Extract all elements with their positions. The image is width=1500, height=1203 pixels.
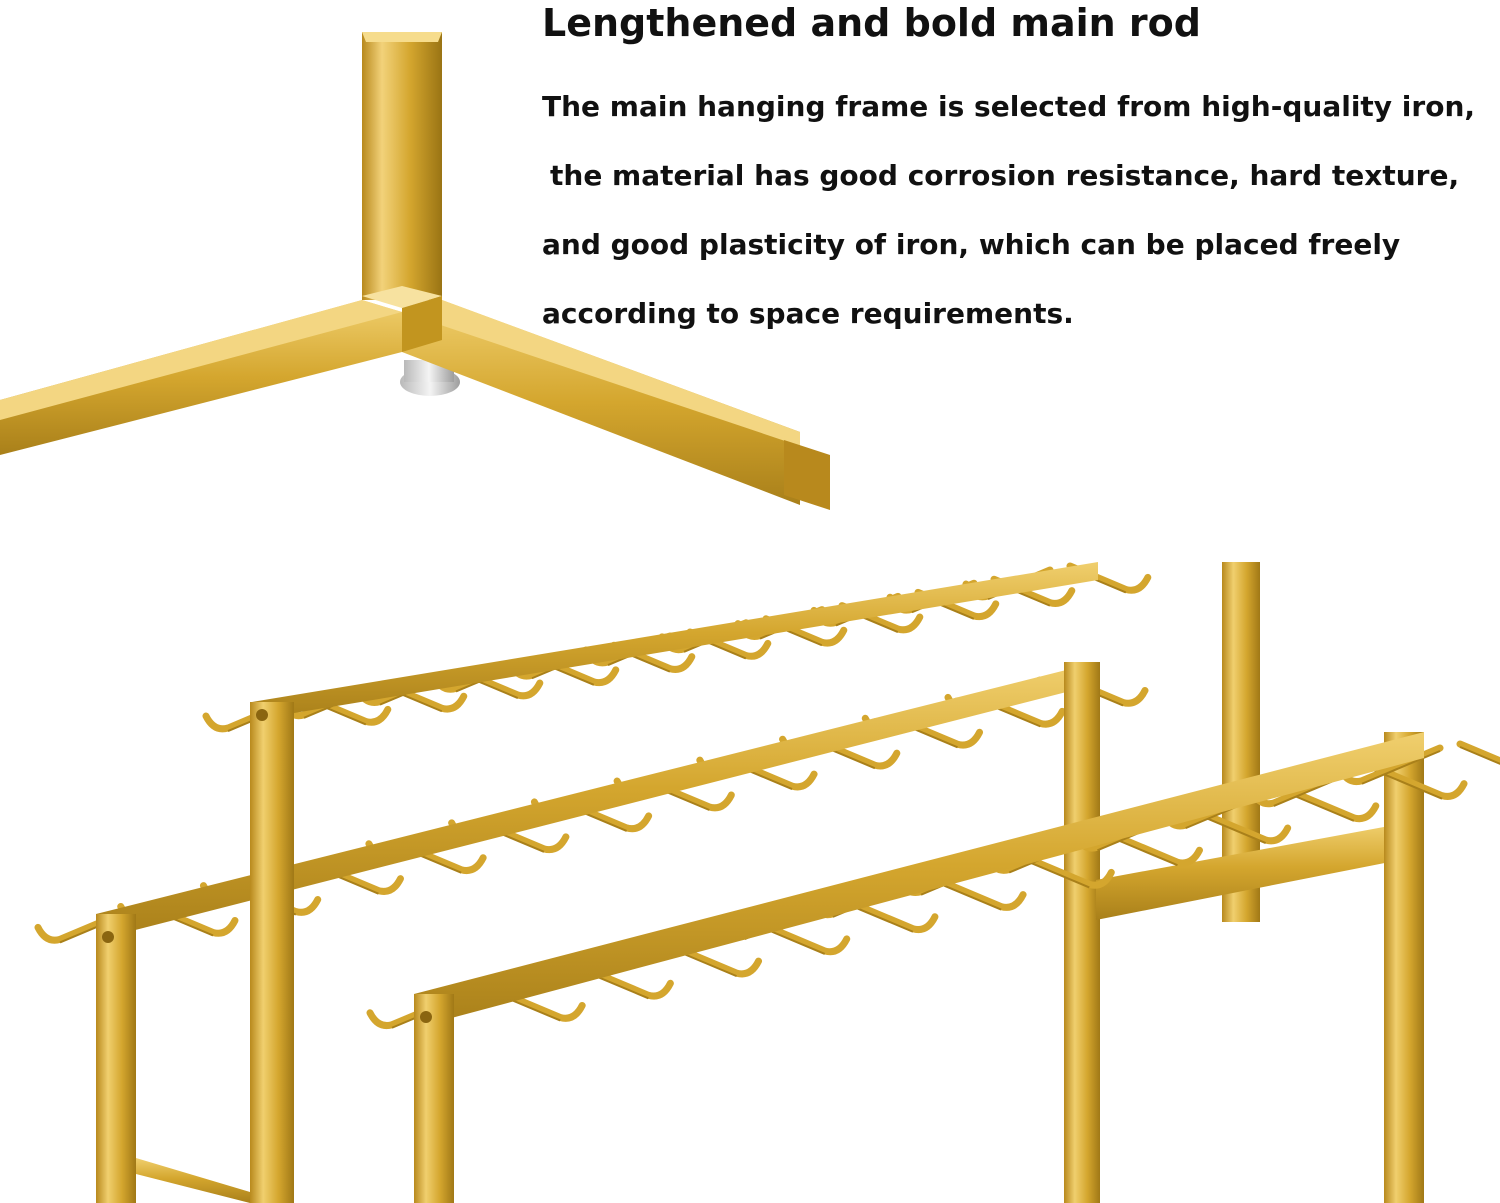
left-post-back — [250, 702, 294, 1203]
hook — [1280, 784, 1380, 823]
hook — [839, 895, 939, 934]
hook — [1056, 672, 1149, 707]
hook — [394, 839, 487, 874]
hook — [1103, 829, 1203, 867]
hook — [146, 902, 239, 937]
description-line: the material has good corrosion resistan… — [550, 159, 1460, 192]
hook-rack-photo — [0, 562, 1500, 1203]
hook — [1368, 762, 1468, 800]
hook — [762, 615, 848, 647]
hook — [560, 797, 653, 833]
description-line: and good plasticity of iron, which can b… — [542, 228, 1401, 261]
hook — [1015, 851, 1115, 889]
hook — [306, 694, 392, 726]
hook — [34, 906, 134, 944]
description-line: The main hanging frame is selected from … — [542, 90, 1476, 123]
headline: Lengthened and bold main rod — [542, 1, 1201, 45]
main-rod — [362, 32, 442, 300]
right-post — [1064, 662, 1100, 1203]
hook — [725, 756, 818, 791]
front-left-post — [414, 994, 454, 1203]
hook — [366, 988, 474, 1030]
hook — [477, 818, 570, 854]
base-joint-photo — [0, 0, 830, 535]
hook — [382, 681, 468, 713]
hook — [311, 860, 404, 895]
left-post-front — [96, 914, 136, 1203]
hook — [1066, 562, 1152, 594]
front-rail — [414, 732, 1424, 1028]
hook — [914, 588, 1000, 621]
hook — [838, 602, 924, 634]
hook — [642, 777, 735, 812]
hook — [574, 962, 674, 1000]
hook — [808, 735, 901, 770]
hook — [686, 628, 772, 660]
hook — [662, 940, 763, 978]
hook — [229, 881, 322, 916]
description-text: The main hanging frame is selected from … — [542, 72, 1500, 348]
hook — [891, 714, 984, 749]
hook — [1191, 807, 1292, 845]
hook — [990, 575, 1076, 607]
hook — [534, 654, 620, 687]
hook — [751, 917, 851, 956]
description-line: according to space requirements. — [542, 297, 1074, 330]
hook — [202, 698, 294, 733]
middle-rail — [96, 664, 1090, 940]
hook — [610, 641, 696, 673]
back-rail — [252, 562, 1098, 720]
hook — [973, 693, 1066, 728]
hook — [486, 984, 586, 1022]
hook — [927, 873, 1027, 911]
right-leg — [402, 300, 800, 505]
hook — [458, 668, 544, 700]
